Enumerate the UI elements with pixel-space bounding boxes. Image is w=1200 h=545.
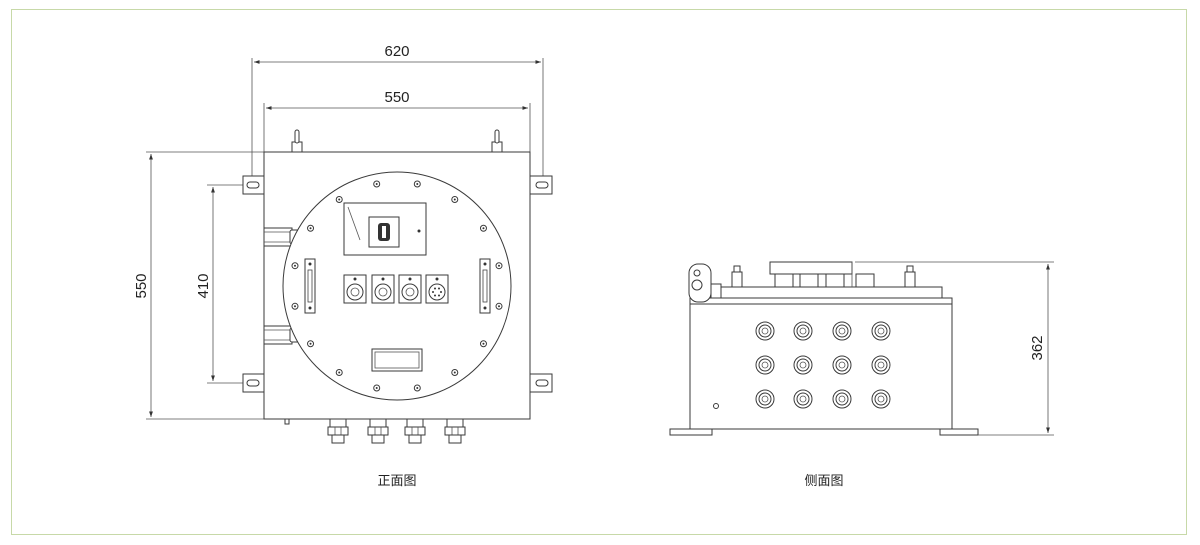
bolt bbox=[413, 384, 421, 392]
side-hinge bbox=[688, 263, 722, 303]
door-bolts bbox=[291, 180, 503, 392]
side-lifting-eyes bbox=[731, 265, 916, 288]
control-button bbox=[425, 274, 449, 304]
bolt bbox=[479, 224, 487, 232]
bolt bbox=[291, 302, 299, 310]
bolt bbox=[307, 224, 315, 232]
side-gland bbox=[832, 355, 852, 375]
bolt bbox=[451, 368, 459, 376]
side-gland bbox=[755, 355, 775, 375]
front-view: 620 550 550 410 bbox=[133, 43, 553, 489]
drawing-frame bbox=[11, 9, 1187, 535]
side-gland bbox=[755, 321, 775, 341]
bolt bbox=[335, 368, 343, 376]
dim-mount-height-label: 410 bbox=[195, 273, 212, 298]
side-indicator-slots bbox=[304, 258, 491, 314]
nameplate bbox=[371, 348, 423, 372]
bolt bbox=[373, 180, 381, 188]
cable-gland bbox=[444, 418, 466, 444]
bolt bbox=[451, 196, 459, 204]
dimension-550-height: 550 bbox=[133, 151, 264, 420]
lifting-eyes bbox=[291, 129, 503, 153]
bolt bbox=[291, 262, 299, 270]
switch-window bbox=[343, 202, 427, 256]
control-button bbox=[343, 274, 367, 304]
control-button bbox=[371, 274, 395, 304]
side-gland bbox=[871, 355, 891, 375]
dimension-550-width: 550 bbox=[263, 89, 531, 152]
bolt bbox=[373, 384, 381, 392]
bolt bbox=[479, 340, 487, 348]
cable-gland bbox=[327, 418, 349, 444]
side-cover bbox=[701, 286, 943, 299]
dimension-620: 620 bbox=[251, 43, 544, 180]
side-view: 362 侧面图 bbox=[669, 261, 1054, 489]
dim-outer-width-label: 620 bbox=[384, 43, 409, 60]
side-dim-height-label: 362 bbox=[1029, 335, 1046, 360]
dimension-362: 362 bbox=[855, 261, 1054, 436]
side-cable-glands bbox=[755, 321, 891, 409]
dim-height-label: 550 bbox=[133, 273, 150, 298]
side-gland bbox=[871, 389, 891, 409]
dimension-410: 410 bbox=[195, 184, 252, 384]
control-buttons bbox=[343, 274, 449, 304]
cable-glands bbox=[327, 418, 466, 444]
round-cover bbox=[282, 171, 512, 401]
side-gland bbox=[871, 321, 891, 341]
side-gland bbox=[793, 389, 813, 409]
base-foot-right bbox=[939, 428, 979, 436]
side-gland bbox=[793, 355, 813, 375]
base-foot-left bbox=[669, 428, 713, 436]
earth-screw bbox=[713, 403, 719, 409]
bolt bbox=[495, 302, 503, 310]
cable-gland bbox=[404, 418, 426, 444]
earth-tab bbox=[284, 418, 290, 425]
side-view-caption: 侧面图 bbox=[804, 474, 843, 489]
side-body bbox=[689, 303, 953, 430]
bolt bbox=[335, 196, 343, 204]
top-switch-housing bbox=[769, 261, 875, 288]
bolt bbox=[495, 262, 503, 270]
bolt bbox=[307, 340, 315, 348]
bolt bbox=[413, 180, 421, 188]
cable-gland bbox=[367, 418, 389, 444]
control-button bbox=[398, 274, 422, 304]
side-gland bbox=[832, 389, 852, 409]
front-view-caption: 正面图 bbox=[377, 474, 416, 489]
side-flange bbox=[689, 297, 953, 305]
mounting-lugs bbox=[242, 175, 553, 393]
side-gland bbox=[755, 389, 775, 409]
side-gland bbox=[832, 321, 852, 341]
side-gland bbox=[793, 321, 813, 341]
dim-inner-width-label: 550 bbox=[384, 89, 409, 106]
